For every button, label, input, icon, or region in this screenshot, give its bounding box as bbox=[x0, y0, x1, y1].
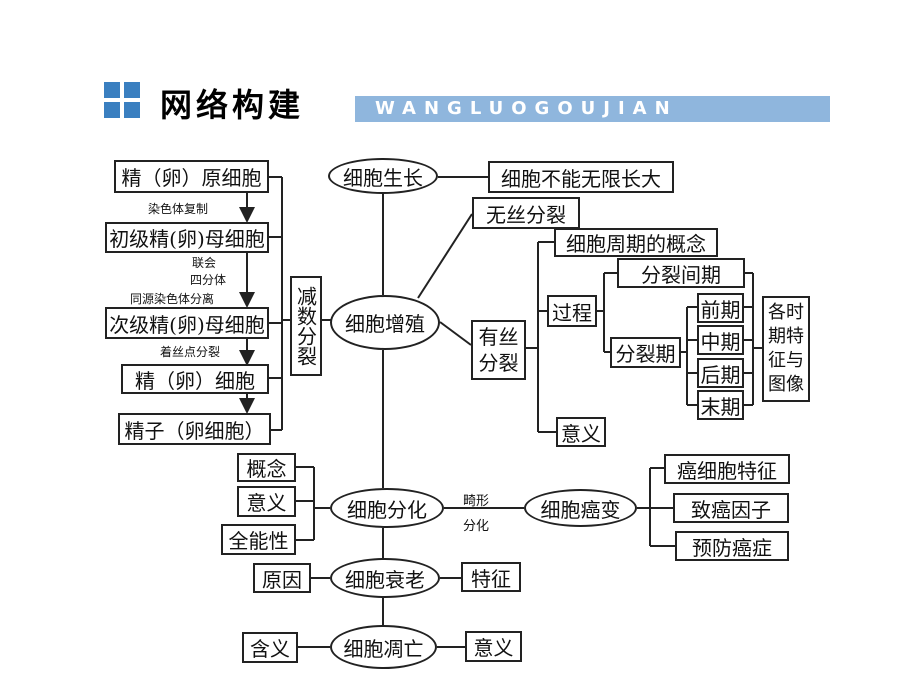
apoptosis-meaning-box: 含义 bbox=[242, 632, 298, 663]
phase-features-box: 各时期特征与图像 bbox=[762, 296, 810, 402]
meiosis-step-3: 次级精(卵)母细胞 bbox=[105, 307, 269, 339]
label-replicate: 染色体复制 bbox=[148, 202, 209, 216]
apoptosis-oval: 细胞凋亡 bbox=[330, 625, 437, 669]
meiosis-step-5: 精子（卵细胞） bbox=[118, 413, 271, 445]
differentiation-oval: 细胞分化 bbox=[330, 488, 444, 528]
label-tetrad: 四分体 bbox=[190, 273, 227, 287]
growth-oval: 细胞生长 bbox=[328, 158, 438, 194]
diff-concept-box: 概念 bbox=[237, 453, 296, 482]
page-title: 网络构建 bbox=[160, 86, 305, 124]
label-centromere: 着丝点分裂 bbox=[160, 345, 221, 359]
cycle-concept-box: 细胞周期的概念 bbox=[554, 228, 718, 257]
page-subtitle: WANGLUOGOUJIAN bbox=[375, 98, 678, 119]
aging-cause-box: 原因 bbox=[253, 563, 311, 593]
meiosis-box: 减数分裂 bbox=[290, 276, 322, 376]
proliferation-oval: 细胞增殖 bbox=[330, 295, 440, 350]
apoptosis-significance-box: 意义 bbox=[465, 631, 522, 662]
label-separate: 同源染色体分离 bbox=[130, 292, 215, 306]
abnormal-label-top: 畸形 bbox=[463, 494, 490, 509]
process-box: 过程 bbox=[547, 295, 597, 327]
label-synapsis: 联会 bbox=[192, 256, 217, 270]
phase-telophase: 末期 bbox=[697, 390, 744, 420]
division-phase-box: 分裂期 bbox=[610, 337, 681, 368]
aging-oval: 细胞衰老 bbox=[330, 558, 440, 598]
cancer-oval: 细胞癌变 bbox=[524, 489, 637, 527]
amitosis-box: 无丝分裂 bbox=[472, 197, 580, 229]
growth-note: 细胞不能无限长大 bbox=[488, 161, 674, 193]
phase-prophase: 前期 bbox=[697, 293, 744, 323]
phase-anaphase: 后期 bbox=[697, 358, 744, 388]
meiosis-step-1: 精（卵）原细胞 bbox=[114, 160, 269, 193]
interphase-box: 分裂间期 bbox=[617, 258, 745, 288]
aging-feature-box: 特征 bbox=[461, 562, 521, 592]
cancer-features-box: 癌细胞特征 bbox=[664, 454, 790, 484]
meiosis-step-4: 精（卵）细胞 bbox=[121, 364, 269, 394]
prevention-box: 预防癌症 bbox=[675, 531, 789, 561]
meiosis-step-2: 初级精(卵)母细胞 bbox=[105, 222, 269, 253]
totipotency-box: 全能性 bbox=[221, 524, 296, 555]
phase-metaphase: 中期 bbox=[697, 325, 744, 355]
significance-box: 意义 bbox=[556, 417, 606, 447]
header-band bbox=[355, 96, 830, 122]
abnormal-label-bottom: 分化 bbox=[463, 519, 490, 534]
mitosis-box: 有丝分裂 bbox=[471, 320, 526, 380]
diff-significance-box: 意义 bbox=[237, 486, 296, 517]
carcinogen-box: 致癌因子 bbox=[673, 493, 789, 523]
